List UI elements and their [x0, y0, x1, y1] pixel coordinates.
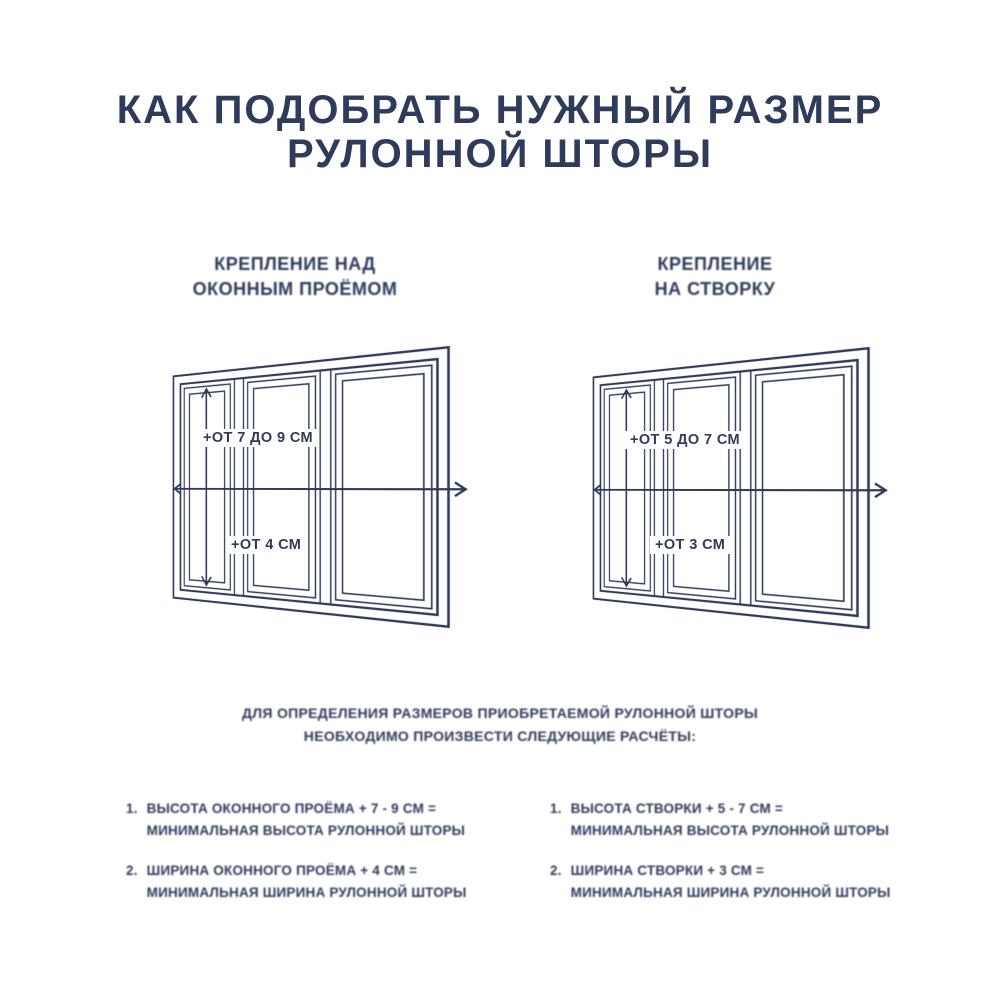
left-width-measurement-label: +ОТ 4 СМ [226, 536, 307, 554]
list-item-line2: МИНИМАЛЬНАЯ ШИРИНА РУЛОННОЙ ШТОРЫ [146, 884, 467, 900]
right-height-measurement-label: +ОТ 5 ДО 7 СМ [625, 431, 746, 449]
calculations-left-column: 1. ВЫСОТА ОКОННОГО ПРОЁМА + 7 - 9 СМ = М… [126, 798, 486, 922]
note-line2: НЕОБХОДИМО ПРОИЗВЕСТИ СЛЕДУЮЩИЕ РАСЧЁТЫ: [303, 728, 697, 745]
page-title-line2: РУЛОННОЙ ШТОРЫ [286, 132, 714, 176]
right-width-measurement-label: +ОТ 3 СМ [650, 536, 731, 554]
list-item: 2. ШИРИНА ОКОННОГО ПРОЁМА + 4 СМ = МИНИМ… [126, 860, 486, 903]
page-title-line1: КАК ПОДОБРАТЬ НУЖНЫЙ РАЗМЕР [116, 88, 884, 132]
calculations-right-column: 1. ВЫСОТА СТВОРКИ + 5 - 7 СМ = МИНИМАЛЬН… [550, 798, 910, 922]
list-item-number: 1. [126, 801, 138, 816]
list-item-line2: МИНИМАЛЬНАЯ ВЫСОТА РУЛОННОЙ ШТОРЫ [570, 822, 890, 838]
list-item-line2: МИНИМАЛЬНАЯ ШИРИНА РУЛОННОЙ ШТОРЫ [570, 884, 891, 900]
calculation-note: ДЛЯ ОПРЕДЕЛЕНИЯ РАЗМЕРОВ ПРИОБРЕТАЕМОЙ Р… [0, 702, 1000, 748]
left-height-measurement-label: +ОТ 7 ДО 9 СМ [198, 429, 319, 447]
list-item-line1: ВЫСОТА ОКОННОГО ПРОЁМА + 7 - 9 СМ = [146, 801, 437, 816]
list-item-line1: ВЫСОТА СТВОРКИ + 5 - 7 СМ = [570, 801, 783, 816]
subtitle-left-line2: ОКОННЫМ ПРОЁМОМ [192, 279, 398, 300]
list-item: 2. ШИРИНА СТВОРКИ + 3 СМ = МИНИМАЛЬНАЯ Ш… [550, 860, 910, 903]
list-item: 1. ВЫСОТА СТВОРКИ + 5 - 7 СМ = МИНИМАЛЬН… [550, 798, 910, 841]
list-item-line1: ШИРИНА ОКОННОГО ПРОЁМА + 4 СМ = [146, 863, 418, 879]
list-item-text: ВЫСОТА СТВОРКИ + 5 - 7 СМ = МИНИМАЛЬНАЯ … [571, 798, 910, 841]
window-diagram-left [145, 362, 445, 612]
list-item-text: ВЫСОТА ОКОННОГО ПРОЁМА + 7 - 9 СМ = МИНИ… [147, 798, 486, 841]
window-drawing-icon [592, 346, 870, 629]
list-item-number: 2. [126, 863, 138, 879]
list-item-number: 2. [550, 863, 562, 879]
subtitle-right-line2: НА СТВОРКУ [654, 279, 776, 300]
height-measure-arrow [202, 389, 211, 586]
list-item-text: ШИРИНА ОКОННОГО ПРОЁМА + 4 СМ = МИНИМАЛЬ… [147, 860, 486, 903]
subtitle-right-line1: КРЕПЛЕНИЕ [657, 254, 773, 274]
page-title: КАК ПОДОБРАТЬ НУЖНЫЙ РАЗМЕР РУЛОННОЙ ШТО… [0, 88, 1000, 176]
list-item-text: ШИРИНА СТВОРКИ + 3 СМ = МИНИМАЛЬНАЯ ШИРИ… [571, 860, 910, 903]
subtitle-mount-above-opening: КРЕПЛЕНИЕ НАД ОКОННЫМ ПРОЁМОМ [145, 252, 445, 302]
subtitle-left-line1: КРЕПЛЕНИЕ НАД [214, 254, 376, 274]
note-line1: ДЛЯ ОПРЕДЕЛЕНИЯ РАЗМЕРОВ ПРИОБРЕТАЕМОЙ Р… [242, 705, 758, 721]
list-item-number: 1. [550, 801, 562, 816]
height-measure-arrow [622, 390, 631, 587]
list-item-line1: ШИРИНА СТВОРКИ + 3 СМ = [570, 863, 765, 879]
list-item: 1. ВЫСОТА ОКОННОГО ПРОЁМА + 7 - 9 СМ = М… [126, 798, 486, 841]
window-drawing-icon [172, 345, 450, 628]
list-item-line2: МИНИМАЛЬНАЯ ВЫСОТА РУЛОННОЙ ШТОРЫ [146, 822, 466, 838]
subtitle-mount-on-sash: КРЕПЛЕНИЕ НА СТВОРКУ [560, 252, 870, 302]
window-diagram-right [565, 363, 865, 613]
